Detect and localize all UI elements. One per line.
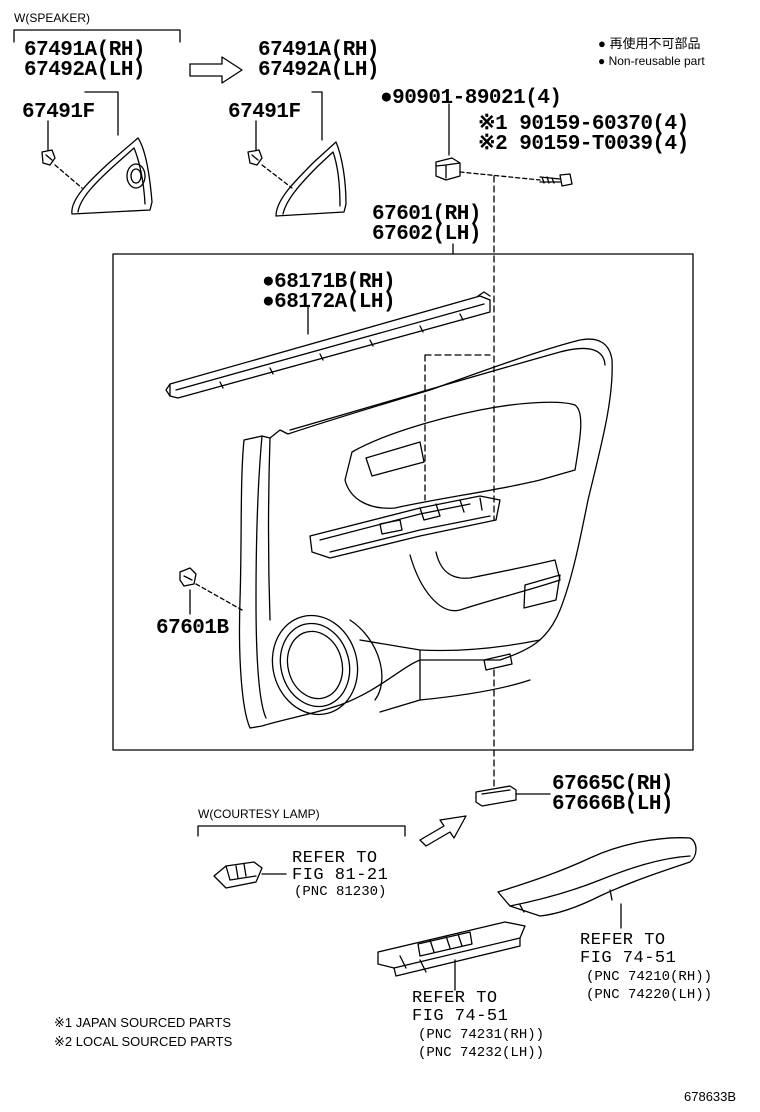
right-tweeter-cover	[275, 141, 347, 217]
panel-clip-67601B	[179, 567, 197, 587]
speaker-group-label: W(SPEAKER)	[14, 11, 91, 25]
part-left-tweeter-lh: 67492A(LH)	[24, 59, 146, 82]
weatherstrip-68171B	[165, 291, 491, 399]
part-weatherstrip-rh: ●68171B(RH)	[262, 271, 396, 294]
armrest-ref-pnc-lh: (PNC 74220(LH))	[586, 987, 713, 1003]
part-weatherstrip-lh: ●68172A(LH)	[262, 291, 396, 314]
courtesy-ref-line2: FIG 81-21	[292, 866, 389, 885]
part-panel-clip: 67601B	[156, 617, 229, 640]
footnote-japan: ※1 JAPAN SOURCED PARTS	[54, 1015, 232, 1030]
part-right-clip: 67491F	[228, 101, 301, 124]
courtesy-ref-line1: REFER TO	[292, 849, 378, 868]
courtesy-ref-pnc: (PNC 81230)	[294, 884, 387, 900]
switch-ref-pnc-lh: (PNC 74232(LH))	[418, 1045, 545, 1061]
courtesy-arrow	[419, 815, 467, 847]
window-switch-assy	[377, 921, 526, 977]
courtesy-group-bracket	[197, 825, 406, 837]
armrest-ref-line1: REFER TO	[580, 931, 666, 950]
part-clip-90901: ●90901-89021(4)	[380, 87, 562, 110]
right-clip-dashed	[261, 164, 293, 189]
footnote-local: ※2 LOCAL SOURCED PARTS	[54, 1034, 233, 1049]
part-left-clip: 67491F	[22, 101, 95, 124]
clip-90901-89021	[435, 157, 461, 181]
armrest-trim	[497, 837, 697, 917]
right-clip-67491F	[247, 149, 263, 166]
switch-ref-pnc-rh: (PNC 74231(RH))	[418, 1027, 545, 1043]
dashed-weatherstrip	[424, 354, 491, 501]
leader-right-tweeter	[311, 91, 323, 141]
courtesy-lamp	[213, 861, 263, 889]
legend-japanese: ● 再使用不可部品	[598, 36, 701, 51]
armrest-ref-pnc-rh: (PNC 74210(RH))	[586, 969, 713, 985]
speaker-group-bracket	[13, 29, 181, 43]
part-left-tweeter-rh: 67491A(RH)	[24, 39, 146, 62]
figure-id: 678633B	[684, 1089, 737, 1104]
legend-english-text: Non-reusable part	[608, 54, 705, 68]
part-screw-local: ※2 90159-T0039(4)	[478, 133, 689, 156]
courtesy-group-label: W(COURTESY LAMP)	[198, 807, 320, 821]
part-right-tweeter-rh: 67491A(RH)	[258, 39, 380, 62]
legend-english: ● Non-reusable part	[598, 54, 705, 68]
part-door-panel-lh: 67602(LH)	[372, 223, 481, 246]
part-lamp-cover-rh: 67665C(RH)	[552, 773, 674, 796]
left-clip-67491F	[41, 149, 56, 166]
part-lamp-cover-lh: 67666B(LH)	[552, 793, 674, 816]
clip-screw-dashed	[459, 171, 541, 181]
replacement-arrow	[189, 56, 243, 84]
armrest-ref-line2: FIG 74-51	[580, 949, 677, 968]
panel-clip-dashed	[195, 583, 243, 611]
switch-ref-line1: REFER TO	[412, 989, 498, 1008]
lamp-cover-67665C	[475, 785, 517, 807]
part-screw-japan: ※1 90159-60370(4)	[478, 113, 689, 136]
left-tweeter-cover	[71, 137, 153, 215]
left-clip-dashed	[54, 164, 83, 189]
part-door-panel-rh: 67601(RH)	[372, 203, 481, 226]
door-panel-box	[112, 253, 694, 751]
screw-90159	[539, 173, 573, 187]
part-right-tweeter-lh: 67492A(LH)	[258, 59, 380, 82]
leader-left-tweeter	[84, 91, 119, 136]
legend-japanese-text: 再使用不可部品	[609, 36, 701, 51]
door-trim-panel	[238, 338, 613, 729]
switch-ref-line2: FIG 74-51	[412, 1007, 509, 1026]
